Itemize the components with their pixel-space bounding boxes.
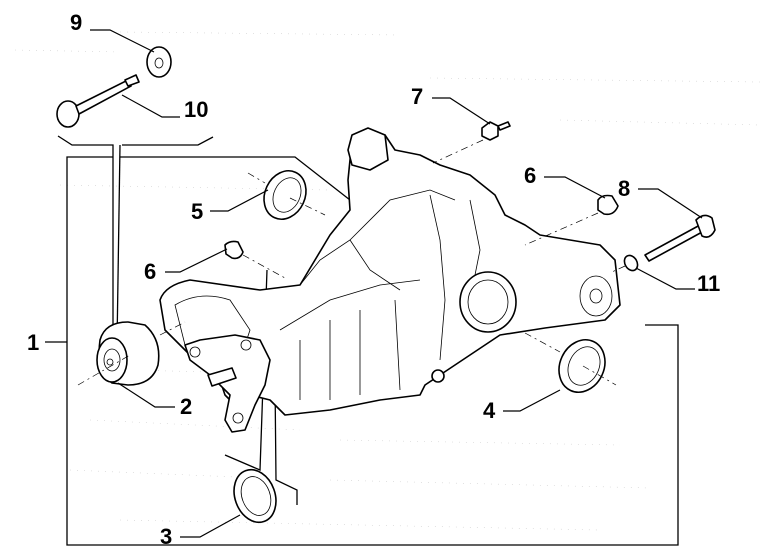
callout-9: 9 [70, 10, 82, 35]
callout-labels: 1 2 3 4 5 6 6 7 8 9 10 11 [27, 10, 720, 549]
callout-3: 3 [160, 524, 172, 549]
callout-5: 5 [191, 199, 203, 224]
callout-7: 7 [411, 84, 423, 109]
part-2-bushing [77, 321, 186, 386]
callout-2: 2 [180, 394, 192, 419]
part-6-plug-left [224, 240, 286, 279]
callout-4: 4 [483, 398, 496, 423]
part-5-left-seal [247, 170, 326, 220]
callout-10: 10 [184, 97, 208, 122]
callout-11: 11 [697, 271, 720, 296]
part-8-bolt [644, 214, 716, 262]
differential-housing [159, 127, 621, 433]
part-9-washer [146, 46, 172, 78]
assembly-bracket [57, 135, 679, 546]
callout-8: 8 [618, 176, 630, 201]
part-4-right-seal [524, 332, 617, 393]
callout-6-right: 6 [524, 163, 536, 188]
part-7-breather [432, 121, 511, 164]
callout-6-left: 6 [144, 259, 156, 284]
part-3-front-seal [233, 468, 277, 524]
part-10-long-bolt [56, 74, 140, 128]
callout-1: 1 [27, 330, 39, 355]
part-11-sealing-ring [611, 254, 639, 273]
background-guides [14, 31, 761, 531]
leader-lines [45, 29, 703, 538]
